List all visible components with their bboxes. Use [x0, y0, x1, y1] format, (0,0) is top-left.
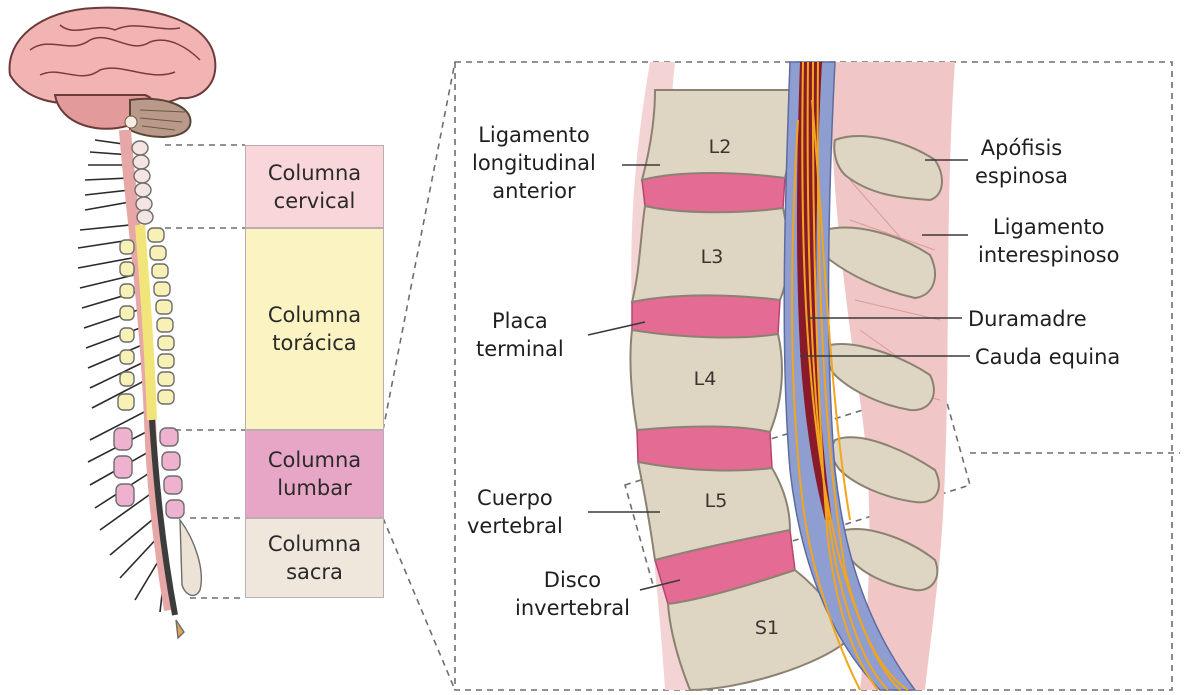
label-placa-terminal: Placa terminal — [476, 307, 564, 363]
label-ligamento-interespinoso: Ligamento interespinoso — [978, 213, 1119, 269]
vertebra-label-l3: L3 — [682, 246, 742, 268]
vertebra-label-l2: L2 — [690, 136, 750, 158]
vertebra-label-l4: L4 — [675, 368, 735, 390]
region-thoracic: Columna torácica — [245, 228, 384, 430]
lumbar-detail-illustration — [588, 62, 970, 690]
vertebra-label-l5: L5 — [686, 490, 746, 512]
vertebra-label-s1: S1 — [737, 617, 797, 639]
label-duramadre: Duramadre — [968, 305, 1087, 333]
region-sacral: Columna sacra — [245, 518, 384, 598]
label-cauda-equina: Cauda equina — [975, 343, 1120, 371]
full-spine-illustration — [78, 130, 201, 638]
region-lumbar: Columna lumbar — [245, 430, 384, 518]
label-disco: Disco invertebral — [515, 566, 630, 622]
label-apofisis: Apófisis espinosa — [975, 134, 1068, 190]
label-cuerpo-vertebral: Cuerpo vertebral — [467, 484, 563, 540]
label-ligamento-anterior: Ligamento longitudinal anterior — [472, 121, 596, 205]
region-cervical: Columna cervical — [245, 145, 384, 228]
brain-illustration — [10, 8, 216, 137]
